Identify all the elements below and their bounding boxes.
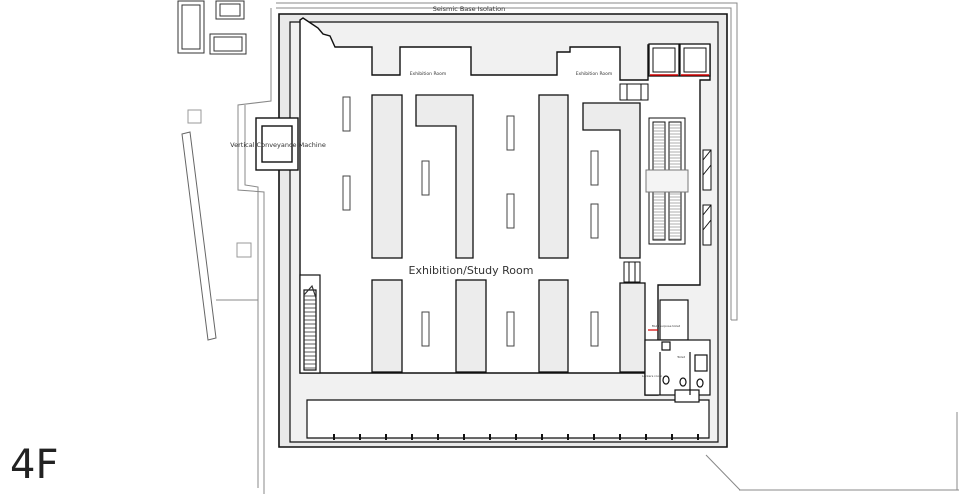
toilet-top-label: Multipurpose toilet bbox=[652, 324, 681, 328]
plan-labels: Seismic Base Isolation Exhibition Room E… bbox=[230, 5, 686, 378]
doors bbox=[619, 83, 712, 283]
seismic-base-isolation-label: Seismic Base Isolation bbox=[433, 5, 506, 13]
toilet-left-label: Lockers room bbox=[642, 374, 662, 378]
exhibition-room-label-1: Exhibition Room bbox=[410, 71, 447, 77]
vertical-conveyance-machine bbox=[255, 117, 299, 171]
vertical-conveyance-label: Vertical Conveyance Machine bbox=[230, 141, 326, 149]
site-outline bbox=[216, 2, 959, 494]
gallery-walls bbox=[371, 94, 646, 373]
toilet-block bbox=[644, 299, 711, 403]
toilet-mid-label: Toilet bbox=[676, 355, 686, 359]
bottom-tick-marks bbox=[333, 434, 699, 440]
exhibition-room-label-2: Exhibition Room bbox=[576, 71, 613, 77]
escalators bbox=[645, 117, 689, 245]
exhibition-study-room-label: Exhibition/Study Room bbox=[409, 264, 534, 277]
display-cases bbox=[342, 96, 599, 347]
floor-label: 4F bbox=[10, 442, 59, 488]
stairs bbox=[299, 274, 321, 374]
elevators bbox=[648, 43, 711, 77]
site-structures bbox=[177, 0, 252, 341]
